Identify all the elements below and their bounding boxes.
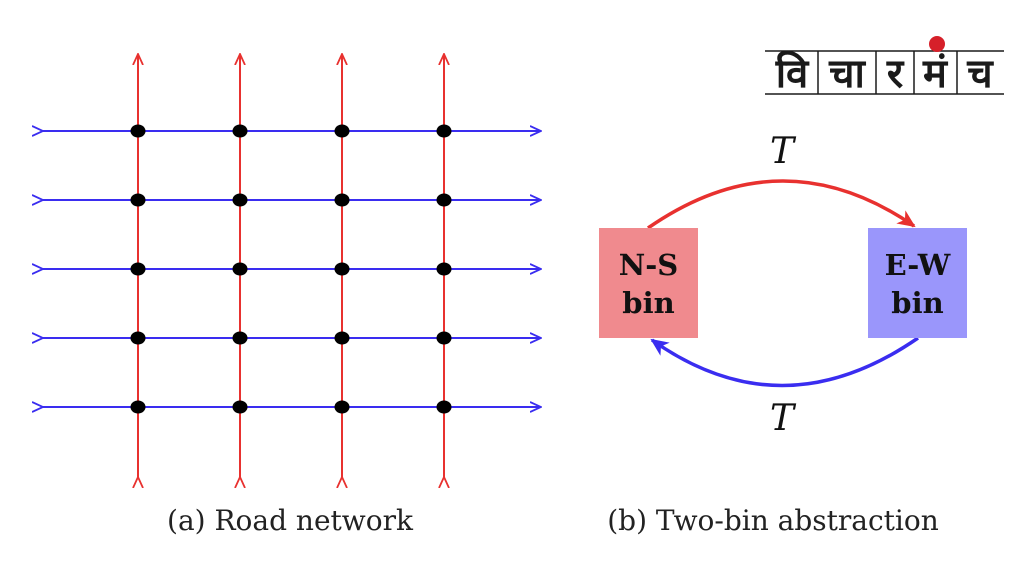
intersection-node [334,193,350,207]
intersection-node [130,262,146,276]
logo-syllable: र [886,51,905,97]
intersection-node [436,400,452,414]
intersection-node [334,400,350,414]
ns-bin-label-line2: bin [622,286,674,320]
abstraction-caption: (b) Two-bin abstraction [607,504,939,537]
intersection-node [334,331,350,345]
ns-to-ew-arrow [647,179,916,230]
intersection-node [436,193,452,207]
intersection-node [436,262,452,276]
intersection-node [130,124,146,138]
intersection-node [436,124,452,138]
logo-syllable: च [966,51,994,97]
ns-bin-label-line1: N-S [619,248,679,282]
intersection-node [130,331,146,345]
intersection-node [130,193,146,207]
road-network [42,55,540,478]
intersection-node [232,400,248,414]
intersection-node [232,262,248,276]
intersection-node [232,331,248,345]
intersection-node [232,193,248,207]
logo-red-dot [929,36,945,52]
intersection-node [436,331,452,345]
bottom-transition-label: T [770,398,797,439]
ew-to-ns-arrow [650,336,919,388]
ew-bin-box [868,228,967,338]
logo-syllable: चा [828,51,866,97]
road-network-caption: (a) Road network [167,504,414,537]
intersection-node [232,124,248,138]
ew-bin-label-line1: E-W [885,248,951,282]
logo-syllable: मं [922,51,949,97]
ew-bin-label-line2: bin [891,286,943,320]
two-bin-abstraction: N-S bin E-W bin T T [599,131,967,439]
logo-syllable: वि [775,50,810,97]
ns-bin-box [599,228,698,338]
top-transition-label: T [770,131,797,172]
vicharmanch-logo: वि चा र मं च [765,36,1004,97]
intersection-node [130,400,146,414]
intersection-node [334,124,350,138]
intersection-node [334,262,350,276]
